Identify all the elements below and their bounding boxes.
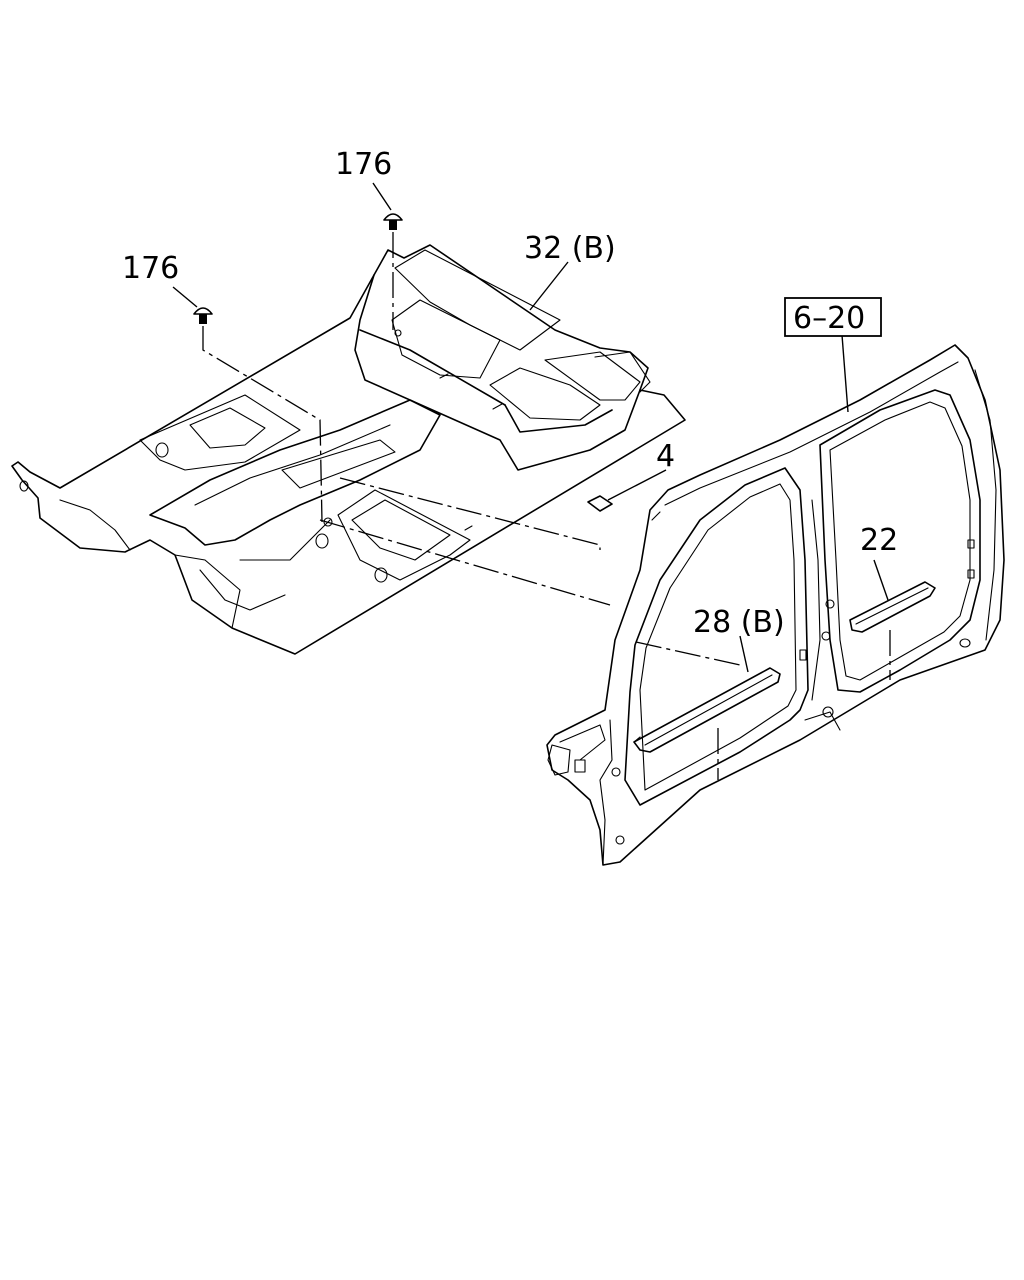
front-scuff-plate-drawing — [633, 667, 781, 753]
callout-32b: 32 (B) — [524, 231, 616, 266]
callout-6-20: 6–20 — [793, 301, 865, 336]
dashed-lines — [202, 232, 891, 780]
callout-28b: 28 (B) — [693, 605, 785, 640]
callout-4: 4 — [656, 439, 675, 474]
pad-shape — [587, 495, 613, 512]
callout-22: 22 — [860, 523, 898, 558]
rear-scuff-plate-drawing — [849, 581, 936, 633]
clip-left-icon — [193, 307, 213, 324]
clip-upper-icon — [383, 213, 403, 230]
callout-176-left: 176 — [122, 251, 179, 286]
ref-box-frame — [784, 297, 882, 337]
callout-176-upper: 176 — [335, 147, 392, 182]
leader-lines — [172, 182, 889, 673]
floor-mat-drawing — [11, 244, 686, 655]
body-side-panel-drawing — [546, 344, 1005, 866]
